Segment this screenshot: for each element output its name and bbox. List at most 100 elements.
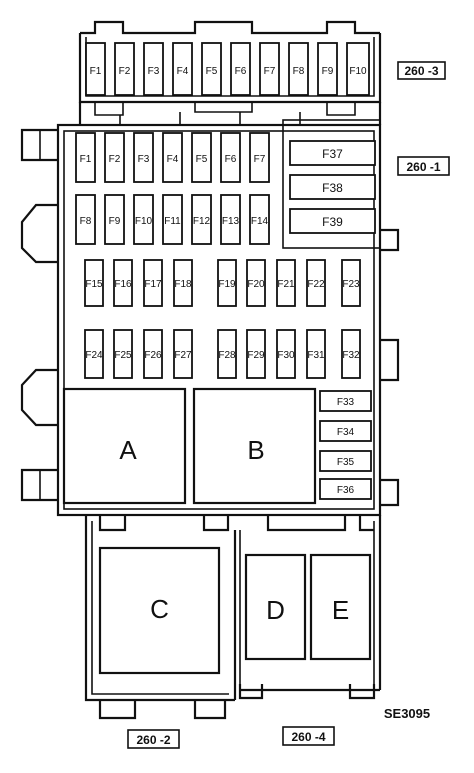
connector-label-box-3 bbox=[127, 729, 180, 749]
fuse-label: F32 bbox=[342, 350, 360, 361]
fuse-main-24 bbox=[84, 329, 104, 379]
fuse-row-main-2: F8 F9 F10 F11 F12 F13 F14 bbox=[75, 194, 270, 245]
fuse-main-21 bbox=[276, 259, 296, 307]
fuse-label: F1 bbox=[80, 154, 92, 165]
fuse-label: F8 bbox=[293, 66, 305, 77]
fuse-label: F1 bbox=[90, 66, 102, 77]
fuse-label: F6 bbox=[235, 66, 247, 77]
fuse-label: F10 bbox=[135, 216, 153, 227]
fuse-top-8 bbox=[288, 42, 309, 96]
fuse-label: F4 bbox=[167, 154, 179, 165]
fuse-label: F22 bbox=[307, 279, 325, 290]
fuse-main-17 bbox=[143, 259, 163, 307]
fuse-top-9 bbox=[317, 42, 338, 96]
fuse-main-6 bbox=[220, 132, 241, 183]
fuse-label: F39 bbox=[322, 215, 343, 229]
fuse-label: F24 bbox=[85, 350, 103, 361]
fuse-label: F3 bbox=[148, 66, 160, 77]
relay-d bbox=[244, 553, 307, 661]
fuse-label: F23 bbox=[342, 279, 360, 290]
fuse-main-20 bbox=[246, 259, 266, 307]
fuse-label: F9 bbox=[322, 66, 334, 77]
fuse-label: F5 bbox=[196, 154, 208, 165]
fuse-label: F7 bbox=[264, 66, 276, 77]
fuse-label: F30 bbox=[277, 350, 295, 361]
connector-label-box-1 bbox=[397, 61, 446, 80]
fuse-wide-upper: F37 F38 F39 bbox=[289, 140, 376, 234]
fuse-main-16 bbox=[113, 259, 133, 307]
fuse-main-25 bbox=[113, 329, 133, 379]
fuse-label: F7 bbox=[254, 154, 266, 165]
fuse-main-28 bbox=[217, 329, 237, 379]
fuse-row-top: F1 F2 F3 F4 F5 F6 F7 F8 F9 F10 bbox=[85, 42, 370, 96]
fuse-main-32 bbox=[341, 329, 361, 379]
fuse-label: F14 bbox=[251, 216, 269, 227]
fuse-label: F25 bbox=[114, 350, 132, 361]
fuse-wide-38 bbox=[289, 174, 376, 200]
relay-a bbox=[62, 387, 187, 505]
fuse-main-11 bbox=[162, 194, 183, 245]
fuse-label: F27 bbox=[174, 350, 192, 361]
fuse-top-3 bbox=[143, 42, 164, 96]
fuse-wide-lower: F33 F34 F35 F36 bbox=[319, 390, 372, 500]
connector-label-3: 260 -2 bbox=[136, 733, 170, 747]
fuse-wide-37 bbox=[289, 140, 376, 166]
fuse-label: F29 bbox=[247, 350, 265, 361]
fuse-label: F31 bbox=[307, 350, 325, 361]
connector-label-2: 260 -1 bbox=[406, 160, 440, 174]
connector-label-box-2 bbox=[397, 156, 450, 176]
fuse-main-12 bbox=[191, 194, 212, 245]
fuse-label: F28 bbox=[218, 350, 236, 361]
wide-fuse-frame bbox=[282, 119, 381, 249]
fuse-wide-34 bbox=[319, 420, 372, 442]
fuse-row-main-1: F1 F2 F3 F4 F5 F6 F7 bbox=[75, 132, 270, 183]
fuse-label: F15 bbox=[85, 279, 103, 290]
fuse-top-4 bbox=[172, 42, 193, 96]
relay-e-label: E bbox=[332, 595, 349, 625]
fuse-main-4 bbox=[162, 132, 183, 183]
fuse-main-14 bbox=[249, 194, 270, 245]
relay-b-label: B bbox=[247, 435, 264, 465]
fuse-main-26 bbox=[143, 329, 163, 379]
relay-d-label: D bbox=[266, 595, 285, 625]
fuse-label: F19 bbox=[218, 279, 236, 290]
fuse-label: F33 bbox=[337, 397, 355, 408]
fuse-label: F2 bbox=[109, 154, 121, 165]
fuse-wide-33 bbox=[319, 390, 372, 412]
fuse-label: F5 bbox=[206, 66, 218, 77]
fuse-label: F12 bbox=[193, 216, 211, 227]
fuse-main-15 bbox=[84, 259, 104, 307]
fuse-main-5 bbox=[191, 132, 212, 183]
fuse-main-31 bbox=[306, 329, 326, 379]
fuse-label: F21 bbox=[277, 279, 295, 290]
fuse-top-2 bbox=[114, 42, 135, 96]
fuse-label: F13 bbox=[222, 216, 240, 227]
fuse-label: F38 bbox=[322, 181, 343, 195]
fuse-label: F17 bbox=[144, 279, 162, 290]
fuse-main-13 bbox=[220, 194, 241, 245]
fuse-top-10 bbox=[346, 42, 370, 96]
fuse-label: F11 bbox=[164, 216, 181, 227]
fuse-label: F8 bbox=[80, 216, 92, 227]
relay-e bbox=[309, 553, 372, 661]
fuse-label: F37 bbox=[322, 147, 343, 161]
main-fuse-block-outline bbox=[20, 123, 400, 517]
fuse-main-10 bbox=[133, 194, 154, 245]
fuse-main-23 bbox=[341, 259, 361, 307]
fuse-label: F16 bbox=[114, 279, 132, 290]
relay-c-label: C bbox=[150, 594, 169, 624]
fuse-label: F18 bbox=[174, 279, 192, 290]
fuse-label: F3 bbox=[138, 154, 150, 165]
fuse-label: F6 bbox=[225, 154, 237, 165]
connector-label-4: 260 -4 bbox=[291, 730, 325, 744]
connector-label-box-4 bbox=[282, 726, 335, 746]
relay-b bbox=[192, 387, 317, 505]
fuse-wide-36 bbox=[319, 478, 372, 500]
fuse-main-30 bbox=[276, 329, 296, 379]
fuse-top-7 bbox=[259, 42, 280, 96]
fuse-main-27 bbox=[173, 329, 193, 379]
fuse-main-9 bbox=[104, 194, 125, 245]
fuse-label: F9 bbox=[109, 216, 121, 227]
fuse-main-29 bbox=[246, 329, 266, 379]
relay-a-label: A bbox=[119, 435, 137, 465]
